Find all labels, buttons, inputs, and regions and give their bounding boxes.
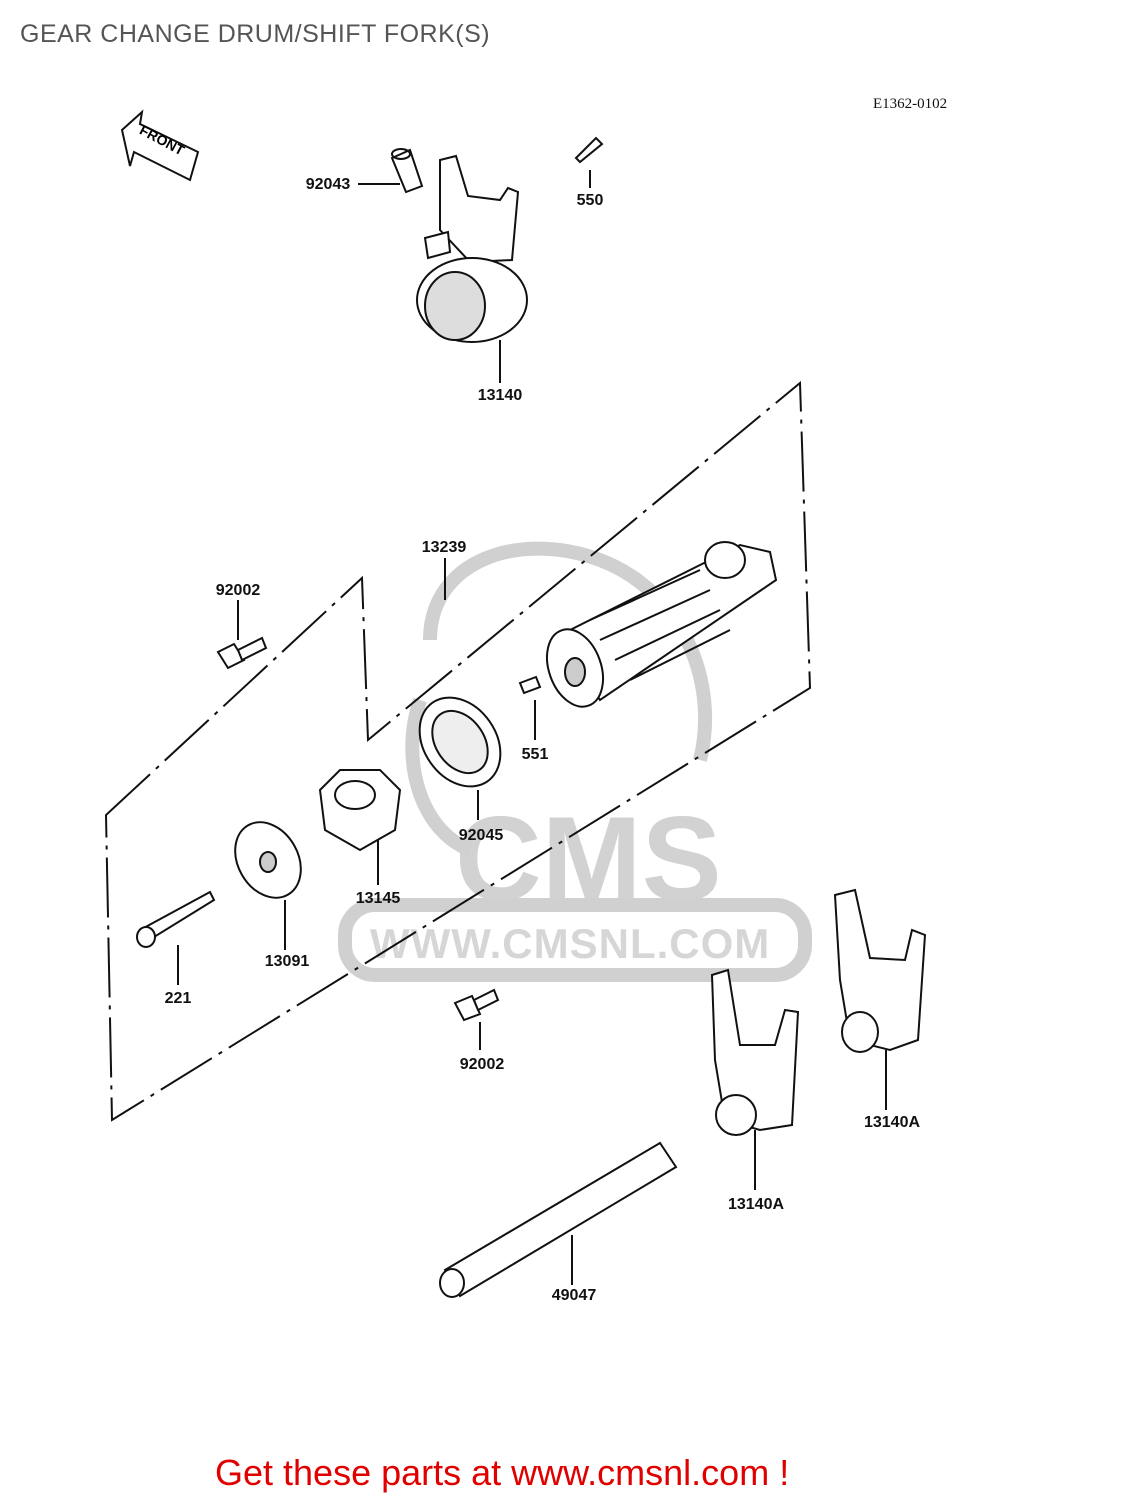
assembly-box (104, 380, 812, 1122)
part-label-13140: 13140 (477, 387, 523, 404)
part-label-49047: 49047 (551, 1287, 597, 1304)
dowel-pin-551-icon (518, 675, 542, 695)
bearing-92045-icon (418, 696, 502, 788)
watermark-helmet (338, 541, 812, 982)
part-label-92045: 92045 (458, 827, 504, 844)
front-arrow-icon (120, 109, 200, 182)
part-label-550: 550 (576, 192, 604, 209)
gear-change-drum-13239-icon (545, 541, 778, 708)
page-title: GEAR CHANGE DRUM/SHIFT FORK(S) (20, 20, 491, 48)
footer-cta-link[interactable]: Get these parts at www.cmsnl.com ! (215, 1452, 790, 1493)
cotter-pin-550-icon (574, 136, 604, 164)
watermark-url: WWW.CMSNL.COM (370, 920, 771, 967)
bolt-92002-lower-icon (453, 988, 500, 1022)
part-label-551: 551 (521, 746, 549, 763)
part-label-13091: 13091 (264, 953, 310, 970)
shift-fork-13140a-right-icon (833, 888, 927, 1053)
shift-fork-13140-icon (416, 154, 528, 343)
part-label-92002: 92002 (215, 582, 261, 599)
diagram-code: E1362-0102 (873, 96, 948, 112)
plate-13091-icon (234, 821, 302, 899)
shift-fork-13140a-middle-icon (710, 968, 800, 1136)
part-label-92002-lower: 92002 (459, 1056, 505, 1073)
part-label-92043: 92043 (305, 176, 351, 193)
part-label-13239: 13239 (421, 539, 467, 556)
bolt-92002-icon (216, 636, 268, 670)
part-label-13140a-middle: 13140A (727, 1196, 785, 1213)
pin-plate-13145-icon (318, 769, 402, 852)
part-label-221: 221 (164, 990, 192, 1007)
part-label-13140a-right: 13140A (863, 1114, 921, 1131)
screw-221-icon (136, 890, 216, 948)
shaft-49047-icon (439, 1141, 678, 1298)
part-label-13145: 13145 (355, 890, 401, 907)
pin-92043-icon (390, 148, 424, 194)
